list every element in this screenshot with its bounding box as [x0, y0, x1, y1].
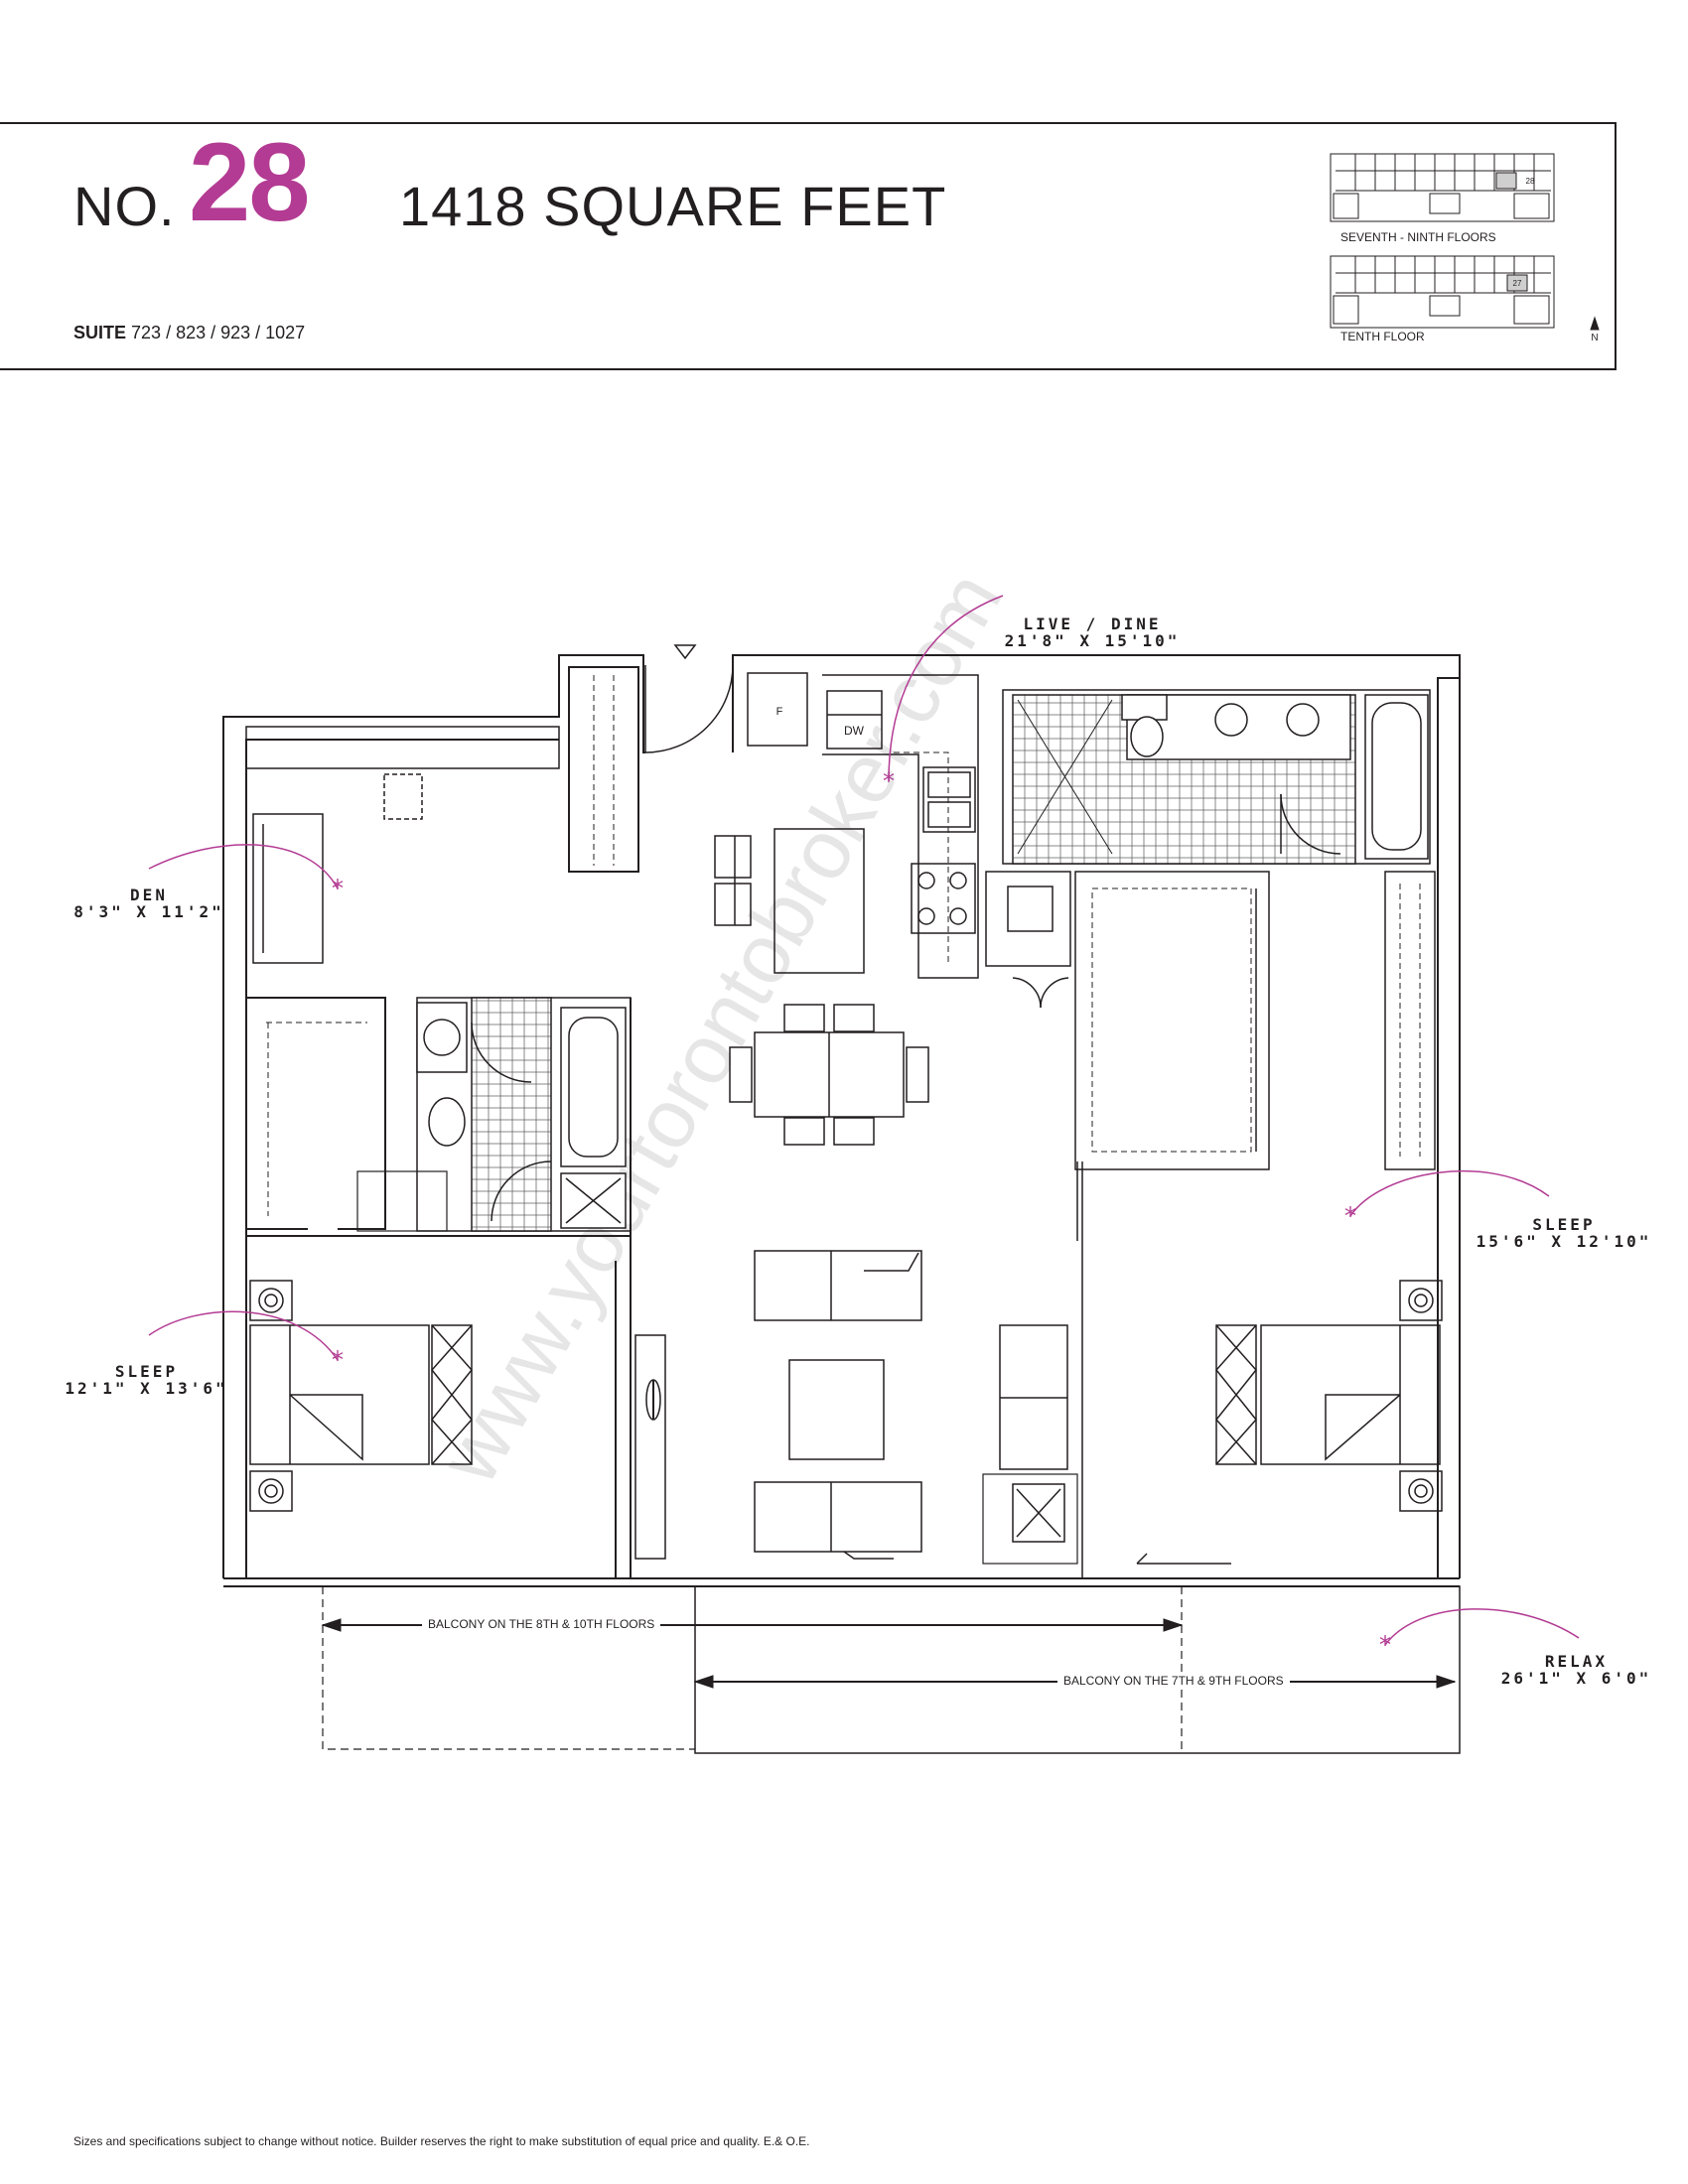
- entry-closet: [568, 666, 639, 873]
- kitchen: [714, 672, 979, 979]
- callout-markers: * * * * *: [332, 767, 1391, 1659]
- disclaimer: Sizes and specifications subject to chan…: [73, 2134, 810, 2148]
- laundry-closet: [985, 871, 1436, 1170]
- entry-door: [644, 644, 734, 753]
- svg-text:*: *: [332, 875, 344, 902]
- keyplan-upper-unit: 28: [1526, 177, 1535, 186]
- keyplan-upper-label: SEVENTH - NINTH FLOORS: [1340, 230, 1496, 244]
- suite-numbers: SUITE 723 / 823 / 923 / 1027: [73, 323, 306, 342]
- bedroom-left: [249, 1280, 473, 1512]
- walk-in-closet: [246, 997, 448, 1232]
- keyplan-lower-unit: 27: [1513, 279, 1522, 288]
- keyplan-upper-units: [1333, 154, 1550, 219]
- svg-text:*: *: [1379, 1631, 1391, 1659]
- svg-text:*: *: [883, 767, 895, 795]
- bath-left: [416, 997, 632, 1232]
- balcony-upper-label: BALCONY ON THE 8TH & 10TH FLOORS: [422, 1617, 661, 1631]
- keyplan-lower-outline: [1330, 255, 1555, 329]
- living-furniture: [754, 1161, 1231, 1578]
- header-panel: [0, 122, 1617, 370]
- north-arrow-icon: [1590, 316, 1600, 331]
- plan-number: 28: [189, 120, 311, 244]
- north-label: N: [1591, 333, 1598, 343]
- svg-text:*: *: [1344, 1202, 1356, 1230]
- keyplan-upper-outline: [1330, 153, 1555, 222]
- plan-area: 1418 SQUARE FEET: [399, 175, 947, 237]
- ensuite-bath: [1002, 689, 1431, 865]
- callout-leaders: [148, 595, 1580, 1646]
- bedroom-right: [1215, 1280, 1443, 1512]
- dishwasher-label: DW: [844, 724, 865, 738]
- interior-walls: [246, 998, 666, 1578]
- dining-table: [729, 1004, 929, 1146]
- svg-text:*: *: [332, 1346, 344, 1374]
- den-furniture: [245, 726, 560, 964]
- plan-prefix: NO.: [73, 175, 176, 237]
- keyplan-lower-label: TENTH FLOOR: [1340, 330, 1425, 343]
- balcony: [321, 1585, 1461, 1754]
- fridge-label: F: [776, 706, 783, 718]
- balcony-lower-label: BALCONY ON THE 7TH & 9TH FLOORS: [1057, 1674, 1290, 1688]
